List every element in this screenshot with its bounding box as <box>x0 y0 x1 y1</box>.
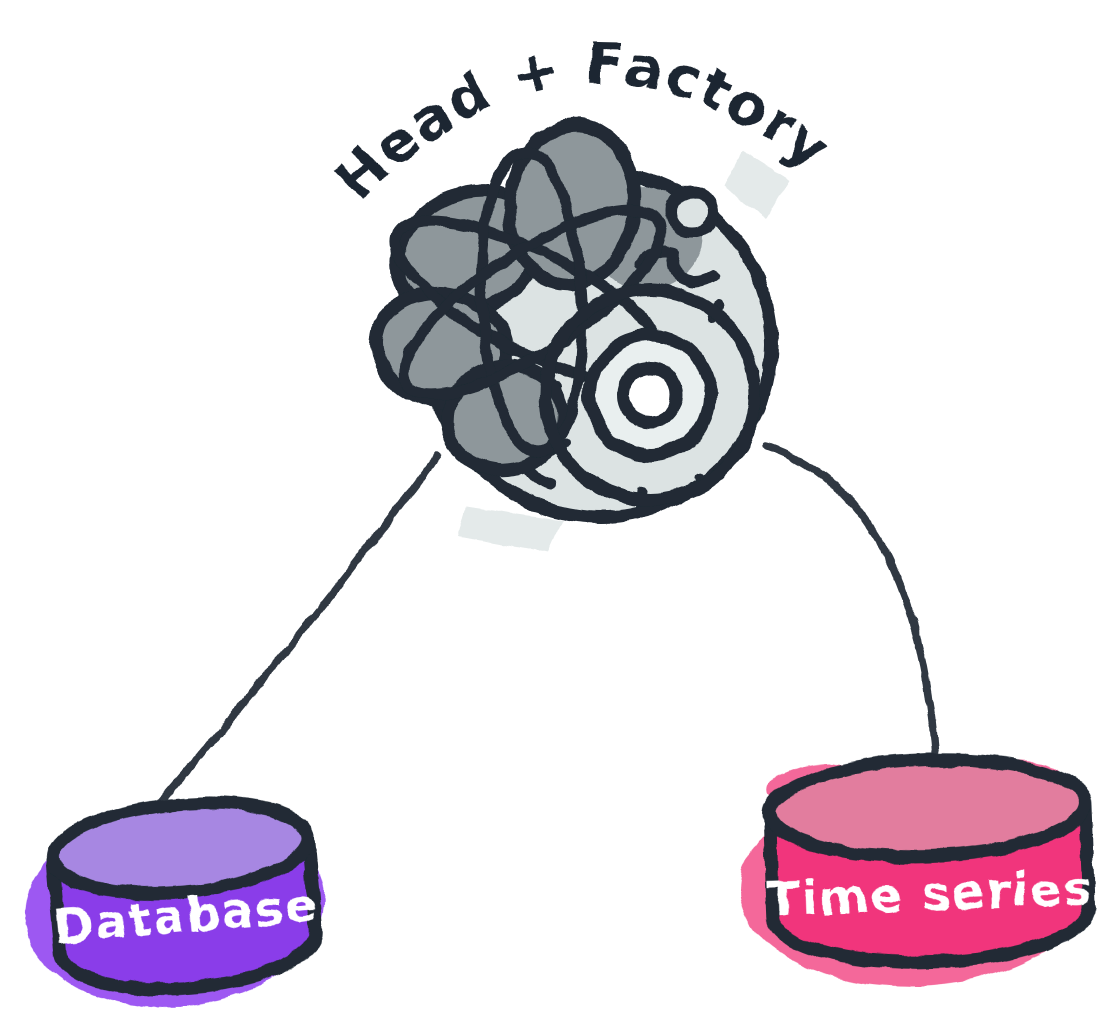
brain-icon <box>369 118 674 477</box>
edge-head-to-time-series <box>762 442 940 768</box>
gear-ring-inner <box>616 361 684 429</box>
database-node: Database <box>24 796 325 1008</box>
edge-head-to-database <box>146 452 441 818</box>
head-factory-icon <box>369 118 790 552</box>
gear-ring-outer <box>538 283 762 507</box>
time-series-label: Time series <box>766 861 1094 927</box>
database-cylinder-top <box>46 796 315 900</box>
gear-hub-circle <box>665 185 719 239</box>
time-series-node: Time series <box>739 753 1096 987</box>
shadow-accent-top-right <box>724 150 790 220</box>
atom-orbit <box>475 146 589 458</box>
time-series-cylinder-top <box>763 753 1092 863</box>
shadow-accent-bottom-left <box>458 506 562 552</box>
